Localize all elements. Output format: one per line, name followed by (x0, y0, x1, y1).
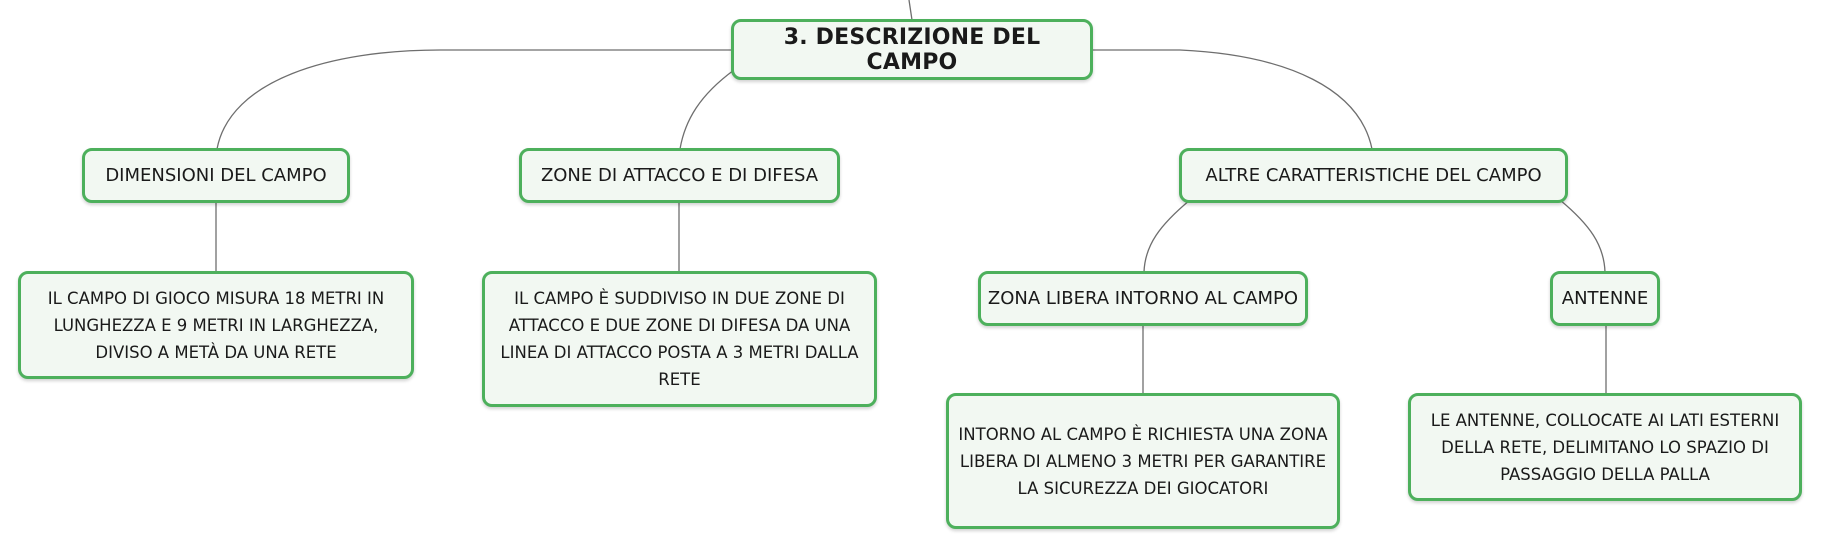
branch-label-zone-attacco-difesa: ZONE DI ATTACCO E DI DIFESA (540, 165, 819, 186)
branch-node-zone-attacco-difesa[interactable]: ZONE DI ATTACCO E DI DIFESA (519, 148, 840, 203)
branch-label-dimensioni: DIMENSIONI DEL CAMPO (105, 165, 327, 186)
connector-altre-to-antenne (1559, 199, 1606, 273)
leaf-line: RETE (658, 370, 701, 389)
subnode-label-zona-libera: ZONA LIBERA INTORNO AL CAMPO (987, 288, 1299, 309)
leaf-node-zona-libera[interactable]: INTORNO AL CAMPO È RICHIESTA UNA ZONA LI… (946, 393, 1340, 529)
leaf-node-zone-attacco-difesa[interactable]: IL CAMPO È SUDDIVISO IN DUE ZONE DI ATTA… (482, 271, 877, 407)
leaf-text-dimensioni: IL CAMPO DI GIOCO MISURA 18 METRI IN LUN… (48, 285, 385, 366)
leaf-line: LINEA DI ATTACCO POSTA A 3 METRI DALLA (500, 343, 859, 362)
leaf-line: ATTACCO E DUE ZONE DI DIFESA DA UNA (508, 316, 851, 335)
leaf-line: IL CAMPO DI GIOCO MISURA 18 METRI IN (47, 288, 385, 308)
leaf-text-zone-attacco-difesa: IL CAMPO È SUDDIVISO IN DUE ZONE DI ATTA… (500, 285, 858, 393)
leaf-line: DIVISO A METÀ DA UNA RETE (95, 342, 337, 362)
leaf-line: PASSAGGIO DELLA PALLA (1500, 464, 1710, 484)
leaf-text-zona-libera: INTORNO AL CAMPO È RICHIESTA UNA ZONA LI… (958, 421, 1327, 502)
connector-root-to-dimensioni (216, 49, 731, 150)
subnode-label-antenne: ANTENNE (1561, 288, 1649, 309)
subnode-antenne[interactable]: ANTENNE (1550, 271, 1660, 326)
branch-node-dimensioni[interactable]: DIMENSIONI DEL CAMPO (82, 148, 350, 203)
leaf-line: LUNGHEZZA E 9 METRI IN LARGHEZZA, (53, 315, 379, 335)
leaf-node-dimensioni[interactable]: IL CAMPO DI GIOCO MISURA 18 METRI IN LUN… (18, 271, 414, 379)
leaf-text-antenne: LE ANTENNE, COLLOCATE AI LATI ESTERNI DE… (1431, 407, 1779, 488)
leaf-line: LA SICUREZZA DEI GIOCATORI (1017, 478, 1269, 498)
root-label: 3. DESCRIZIONE DEL CAMPO (783, 24, 1041, 75)
leaf-line: LIBERA DI ALMENO 3 METRI PER GARANTIRE (959, 451, 1327, 471)
leaf-node-antenne[interactable]: LE ANTENNE, COLLOCATE AI LATI ESTERNI DE… (1408, 393, 1802, 501)
root-node[interactable]: 3. DESCRIZIONE DEL CAMPO (731, 19, 1093, 80)
connector-root-to-zone (679, 69, 735, 150)
leaf-line: IL CAMPO È SUDDIVISO IN DUE ZONE DI (514, 289, 845, 308)
connector-root-to-altre (1092, 49, 1373, 150)
connector-root-incoming (908, 0, 913, 21)
leaf-line: INTORNO AL CAMPO È RICHIESTA UNA ZONA (958, 424, 1328, 444)
connector-altre-to-zona-libera (1143, 199, 1191, 273)
branch-node-altre-caratteristiche[interactable]: ALTRE CARATTERISTICHE DEL CAMPO (1179, 148, 1568, 203)
leaf-line: LE ANTENNE, COLLOCATE AI LATI ESTERNI (1430, 410, 1780, 430)
branch-label-altre-caratteristiche: ALTRE CARATTERISTICHE DEL CAMPO (1205, 165, 1542, 186)
leaf-line: DELLA RETE, DELIMITANO LO SPAZIO DI (1441, 437, 1769, 457)
subnode-zona-libera[interactable]: ZONA LIBERA INTORNO AL CAMPO (978, 271, 1308, 326)
